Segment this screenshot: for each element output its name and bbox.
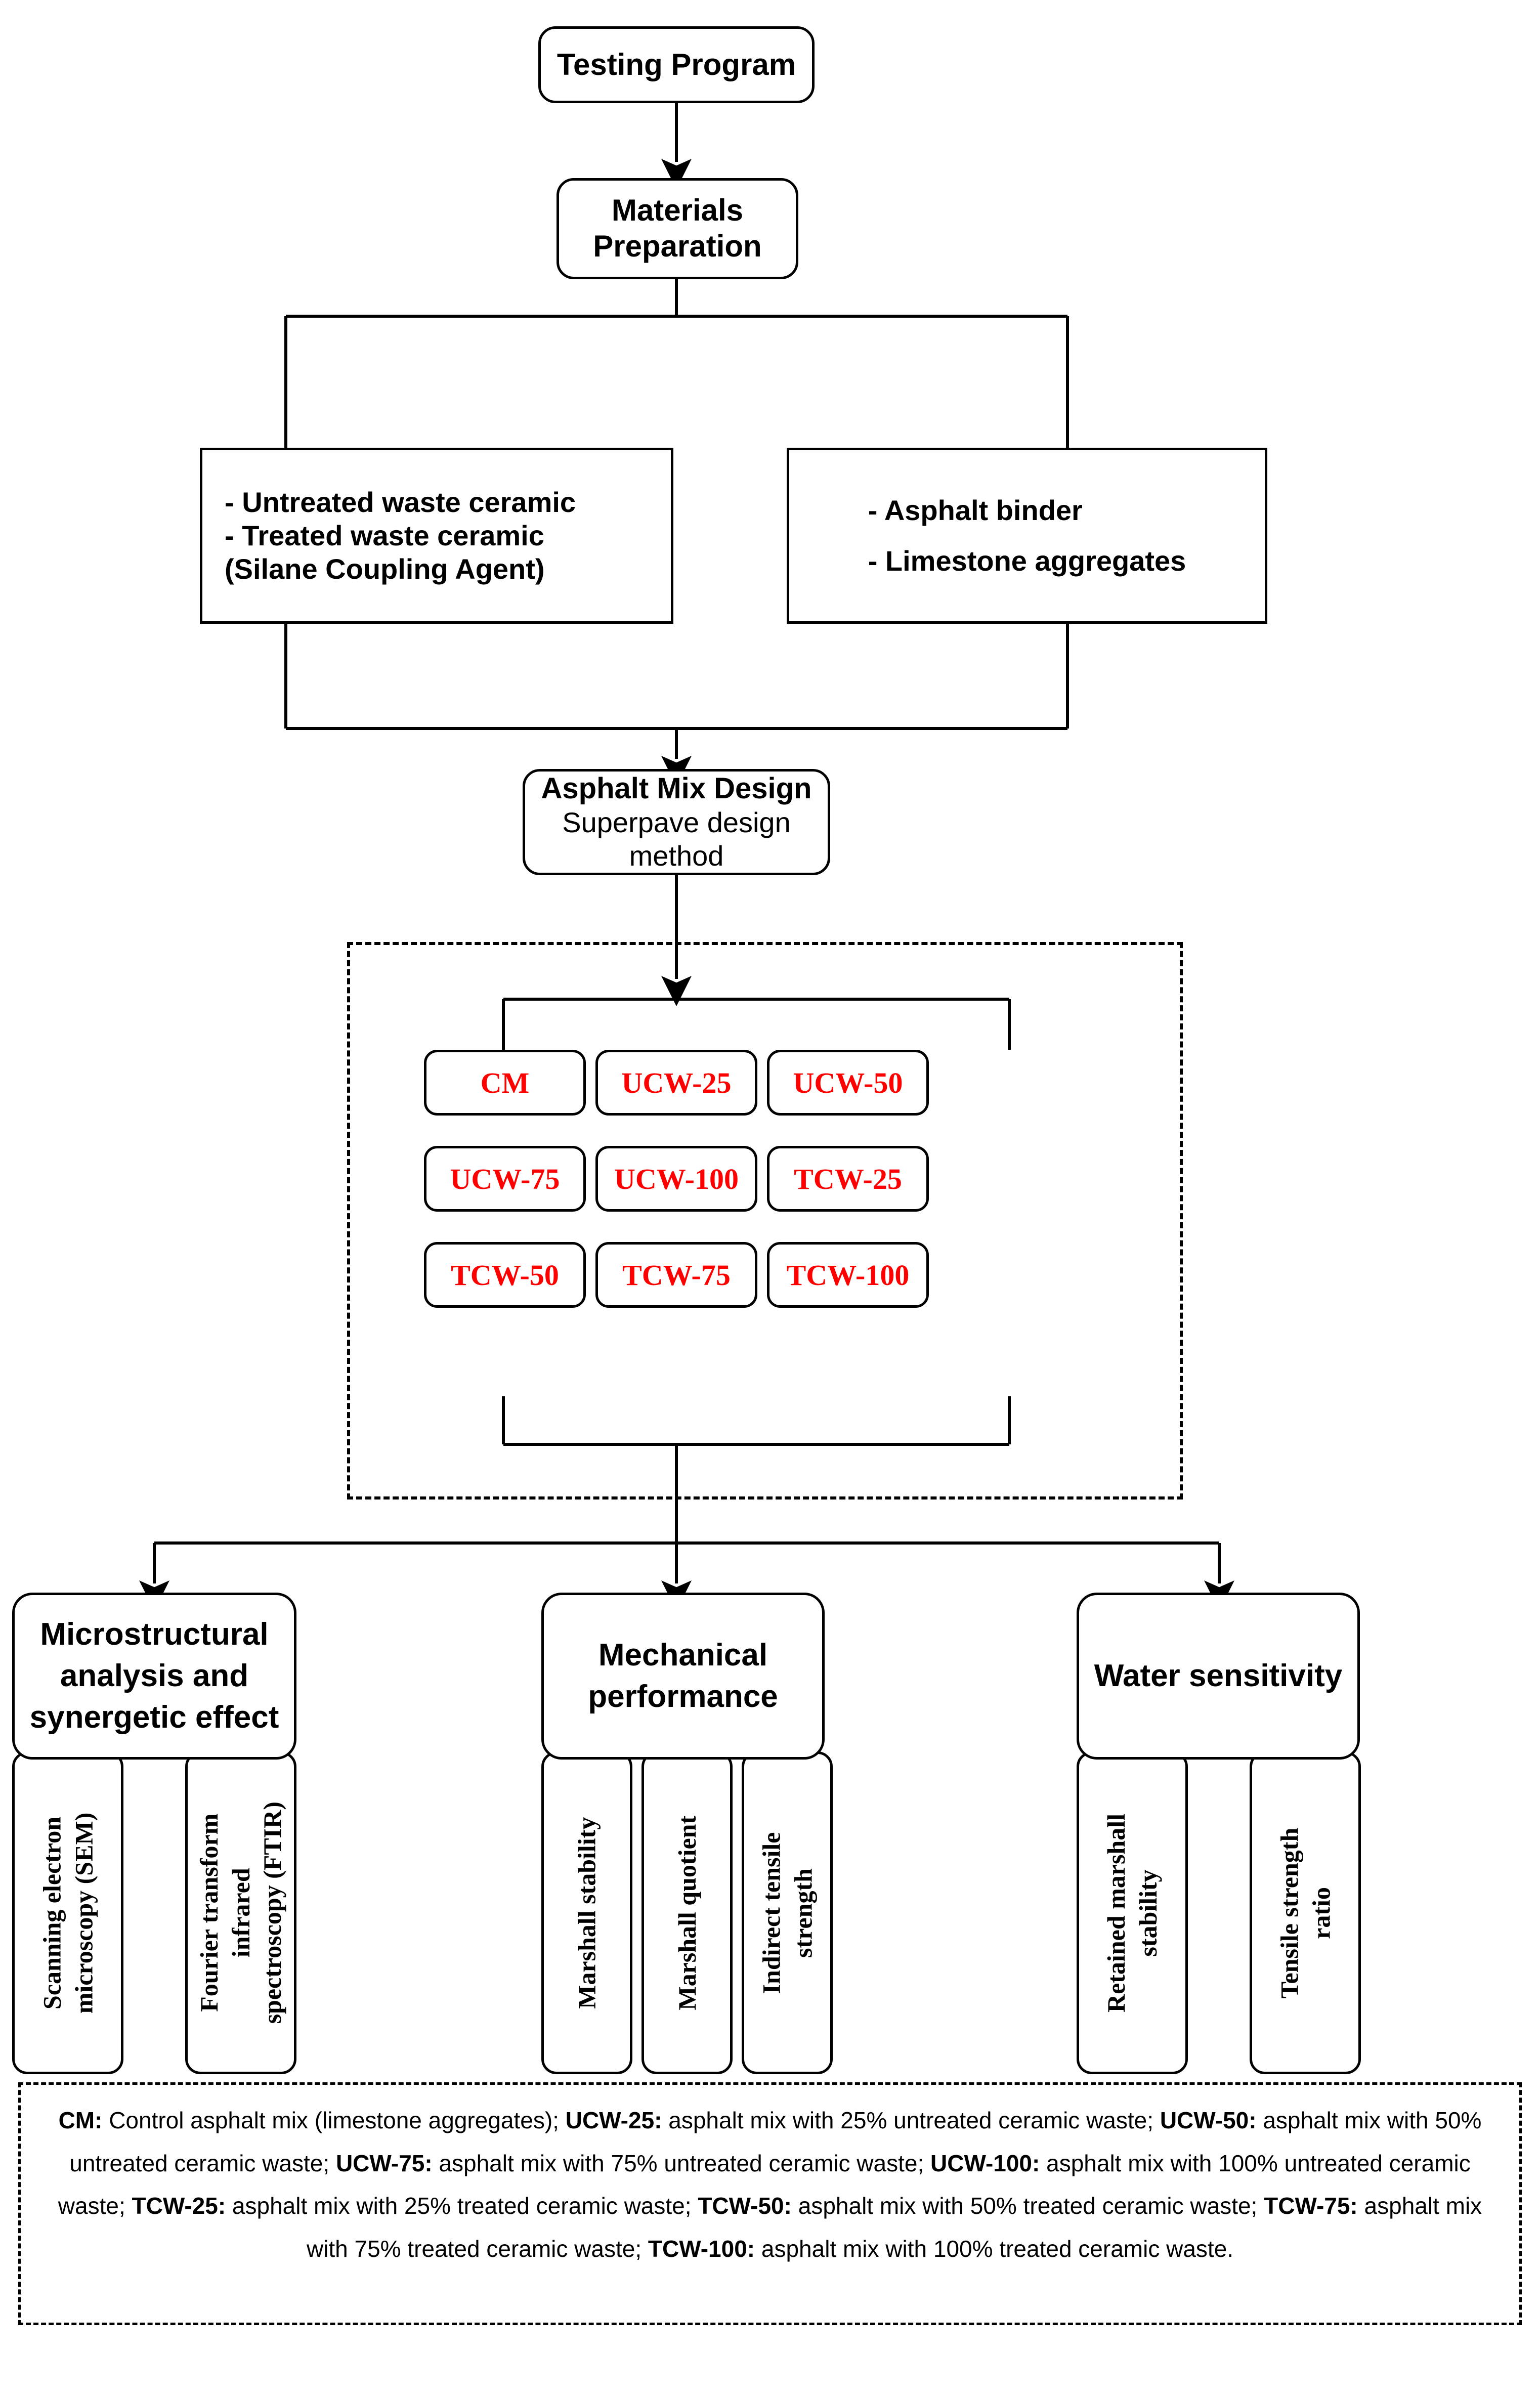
ceramic-line-1: - Untreated waste ceramic — [225, 486, 576, 518]
node-materials-preparation[interactable]: Materials Preparation — [557, 178, 798, 279]
test-box-marshall-stability[interactable]: Marshall stability — [541, 1751, 632, 2074]
mix-cell-tcw-25[interactable]: TCW-25 — [767, 1146, 929, 1212]
test-box-tensile-strength-ratio[interactable]: Tensile strength ratio — [1250, 1751, 1361, 2074]
binder-line-2: - Limestone aggregates — [868, 545, 1186, 577]
legend-description: asphalt mix with 25% treated ceramic was… — [226, 2193, 698, 2219]
binder-spacer — [868, 527, 1186, 544]
legend-code: TCW-100: — [648, 2235, 755, 2262]
test-box-marshall-quotient-label: Marshall quotient — [672, 1815, 701, 2010]
test-box-retained-marshall-stability[interactable]: Retained marshall stability — [1077, 1751, 1188, 2074]
test-box-sem-label: Scanning electron microscopy (SEM) — [37, 1812, 98, 2014]
node-binder-materials[interactable]: - Asphalt binder - Limestone aggregates — [787, 448, 1267, 624]
legend-code: TCW-25: — [132, 2193, 226, 2219]
mix-cell-tcw-100[interactable]: TCW-100 — [767, 1242, 929, 1308]
ceramic-line-2: - Treated waste ceramic — [225, 519, 544, 551]
category-microstructural-analysis[interactable]: Microstructural analysis and synergetic … — [12, 1593, 296, 1760]
legend-description: asphalt mix with 100% treated ceramic wa… — [755, 2235, 1234, 2262]
mix-cell-tcw-50[interactable]: TCW-50 — [424, 1242, 586, 1308]
mix-cell-ucw-25[interactable]: UCW-25 — [595, 1050, 757, 1116]
legend-text: CM: Control asphalt mix (limestone aggre… — [58, 2107, 1482, 2262]
mix-cell-ucw-75[interactable]: UCW-75 — [424, 1146, 586, 1212]
test-box-marshall-stability-label: Marshall stability — [572, 1817, 601, 2009]
test-box-tensile-strength-ratio-label: Tensile strength ratio — [1275, 1827, 1336, 1998]
legend-code: UCW-75: — [335, 2150, 433, 2176]
binder-materials-lines: - Asphalt binder - Limestone aggregates — [868, 494, 1186, 578]
mix-cell-tcw-75[interactable]: TCW-75 — [595, 1242, 757, 1308]
mix-cell-ucw-50[interactable]: UCW-50 — [767, 1050, 929, 1116]
legend-code: UCW-100: — [930, 2150, 1040, 2176]
legend-description: Control asphalt mix (limestone aggregate… — [102, 2107, 566, 2133]
legend-code: CM: — [58, 2107, 103, 2133]
mix-design-subtitle: Superpave design method — [562, 806, 791, 872]
legend-code: TCW-50: — [698, 2193, 792, 2219]
test-box-retained-marshall-stability-label: Retained marshall stability — [1102, 1813, 1163, 2012]
ceramic-materials-lines: - Untreated waste ceramic - Treated wast… — [225, 486, 576, 586]
test-box-ftir-label: Fourier transform infrared spectroscopy … — [195, 1802, 287, 2024]
category-water-sensitivity[interactable]: Water sensitivity — [1077, 1593, 1360, 1760]
mix-cell-cm[interactable]: CM — [424, 1050, 586, 1116]
legend-description: asphalt mix with 100% untreated ceramic … — [58, 2150, 1471, 2219]
legend-description: asphalt mix with 50% treated ceramic was… — [791, 2193, 1264, 2219]
legend-code: UCW-50: — [1160, 2107, 1257, 2133]
legend-description: asphalt mix with 50% untreated ceramic w… — [69, 2107, 1482, 2176]
test-box-indirect-tensile-strength-label: Indirect tensile strength — [757, 1832, 818, 1994]
mix-design-title: Asphalt Mix Design — [541, 772, 812, 805]
ceramic-line-3: (Silane Coupling Agent) — [225, 553, 545, 585]
legend-abbreviations: CM: Control asphalt mix (limestone aggre… — [18, 2082, 1522, 2325]
mix-cell-ucw-100[interactable]: UCW-100 — [595, 1146, 757, 1212]
node-testing-program[interactable]: Testing Program — [538, 26, 815, 103]
legend-description: asphalt mix with 25% untreated ceramic w… — [662, 2107, 1160, 2133]
test-box-sem[interactable]: Scanning electron microscopy (SEM) — [12, 1751, 123, 2074]
test-box-ftir[interactable]: Fourier transform infrared spectroscopy … — [185, 1751, 296, 2074]
legend-description: asphalt mix with 75% treated ceramic was… — [306, 2193, 1482, 2262]
legend-description: asphalt mix with 75% untreated ceramic w… — [432, 2150, 931, 2176]
node-asphalt-mix-design[interactable]: Asphalt Mix Design Superpave design meth… — [523, 769, 830, 875]
binder-line-1: - Asphalt binder — [868, 494, 1083, 526]
test-box-indirect-tensile-strength[interactable]: Indirect tensile strength — [742, 1751, 833, 2074]
node-materials-preparation-label: Materials Preparation — [593, 193, 762, 263]
legend-code: UCW-25: — [565, 2107, 662, 2133]
test-box-marshall-quotient[interactable]: Marshall quotient — [641, 1751, 733, 2074]
legend-code: TCW-75: — [1264, 2193, 1358, 2219]
category-mechanical-performance[interactable]: Mechanical performance — [541, 1593, 825, 1760]
node-ceramic-materials[interactable]: - Untreated waste ceramic - Treated wast… — [200, 448, 673, 624]
mix-variants-container — [347, 942, 1183, 1500]
